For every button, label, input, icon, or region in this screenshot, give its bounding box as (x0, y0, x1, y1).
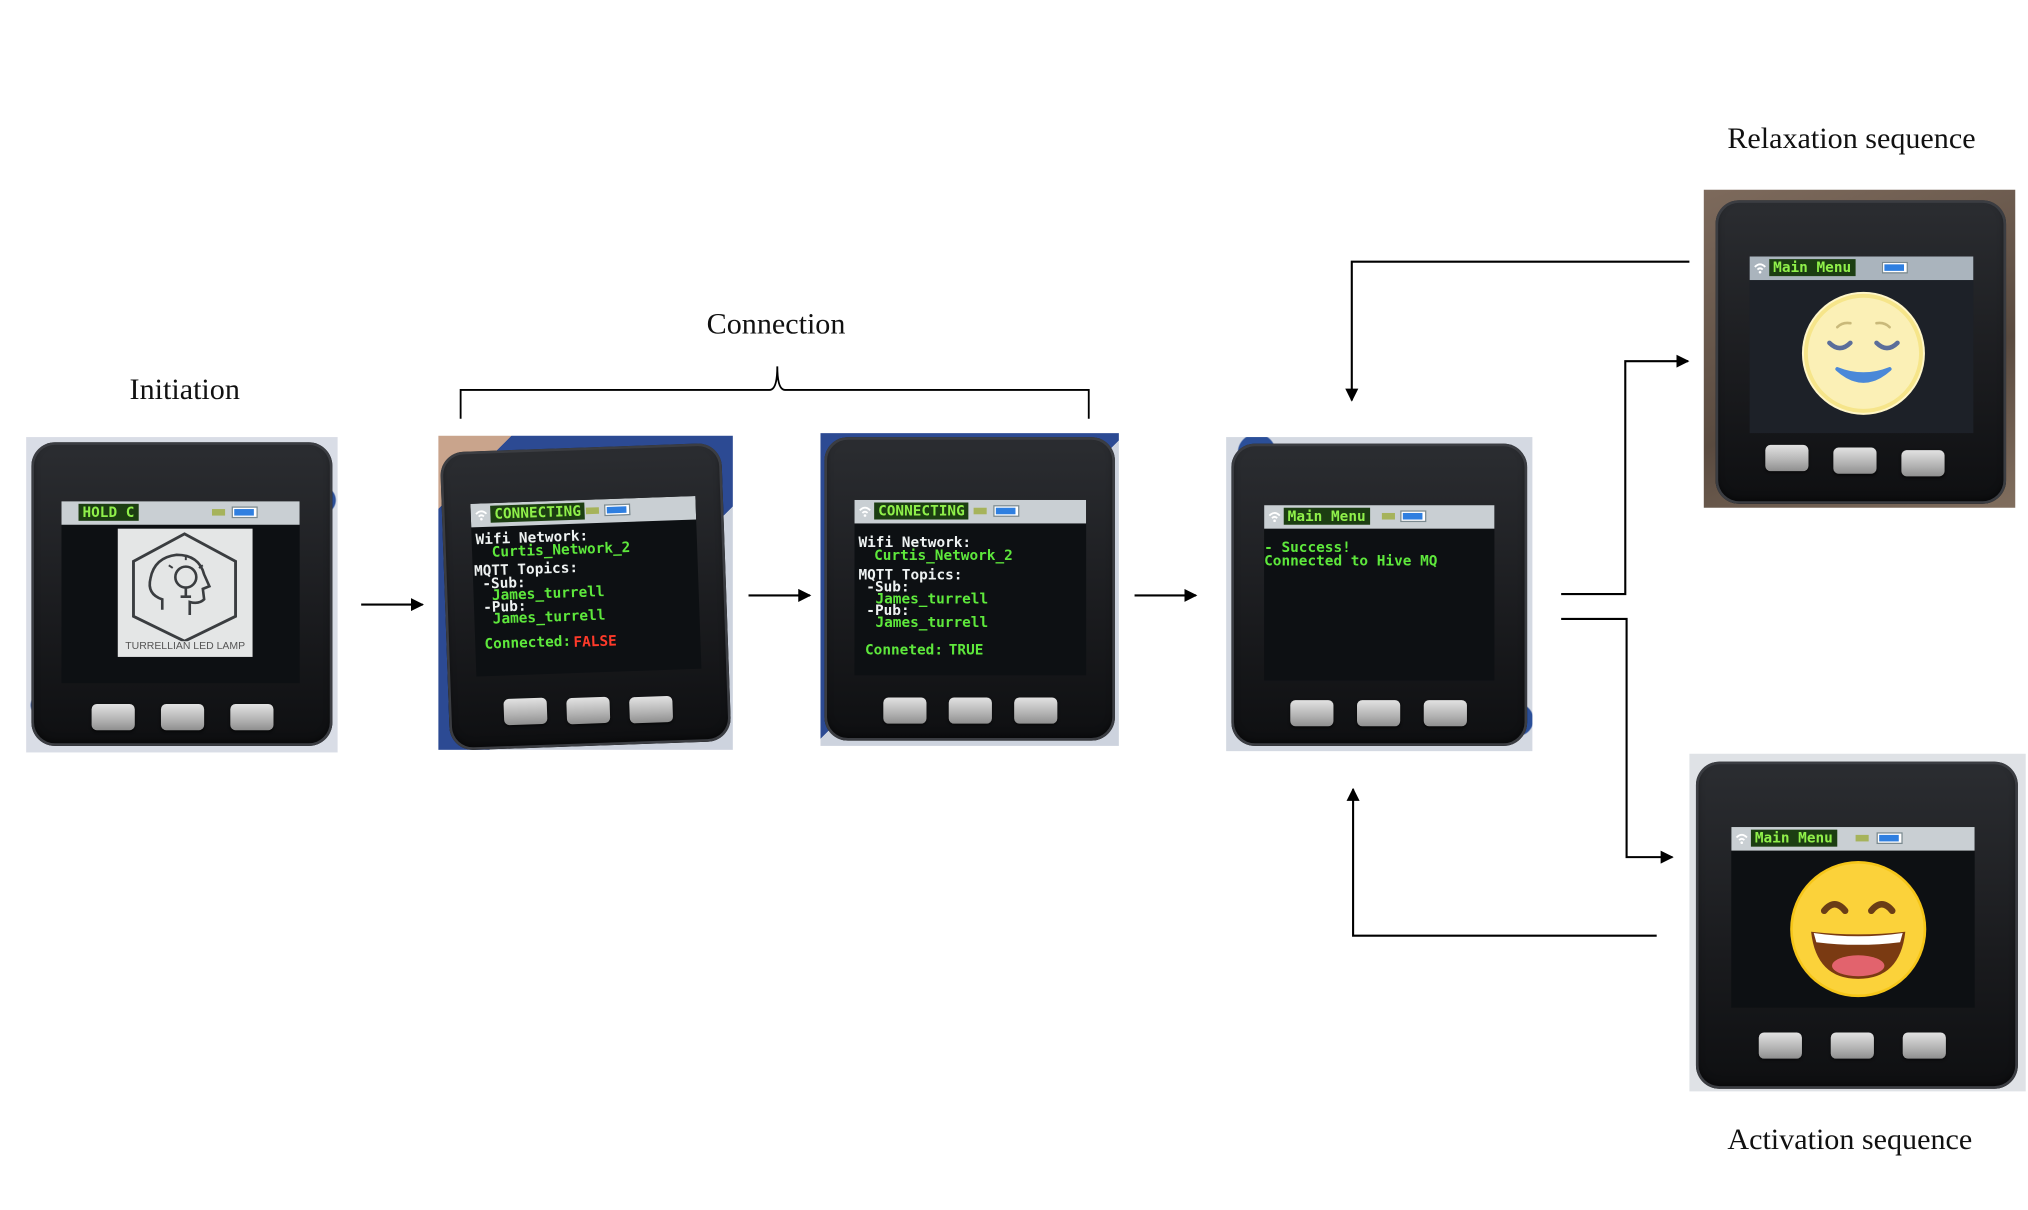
status-label: Conneted: (864, 641, 943, 659)
wifi-icon (1754, 263, 1766, 274)
status-value: TRUE (948, 641, 984, 659)
wifi-icon (1268, 512, 1281, 523)
photo-relaxation: Main Menu (1703, 189, 2016, 508)
status-bar: Main Menu (1749, 256, 1974, 281)
photo-connecting-true: CONNECTING Wifi Network: Curtis_Network_… (820, 433, 1119, 746)
wifi-label: Wifi Network: (858, 533, 972, 551)
photo-initiation: HOLD C TURRELLIAN LED LA (26, 437, 338, 753)
initiation-label: Initiation (129, 372, 240, 406)
chip-icon (1855, 834, 1869, 842)
chip-icon (1381, 512, 1395, 520)
arrow-activation-return (1346, 787, 1657, 937)
arrow-menu-to-relaxation (1561, 354, 1690, 596)
button-b[interactable] (948, 697, 992, 724)
pub-label: -Pub: (866, 601, 910, 619)
button-b[interactable] (160, 704, 205, 731)
status-value: FALSE (573, 632, 618, 651)
button-a[interactable] (1758, 1032, 1802, 1059)
screen-title: Main Menu (1750, 829, 1837, 847)
status-bar: Main Menu (1264, 505, 1495, 529)
button-a[interactable] (91, 704, 135, 731)
wifi-value: Curtis_Network_2 (874, 546, 1013, 565)
screen-relaxation: Main Menu (1749, 256, 1974, 434)
status-bar: CONNECTING (470, 495, 697, 528)
screen-title: HOLD C (78, 503, 139, 521)
chip-icon (211, 509, 226, 516)
arrow-relaxation-return (1345, 260, 1690, 402)
activation-label: Activation sequence (1727, 1122, 1973, 1156)
logo-caption: TURRELLIAN LED LAMP (125, 639, 246, 652)
status-bar: Main Menu (1731, 827, 1975, 851)
button-c[interactable] (629, 695, 674, 724)
pub-value: James_turrell (875, 613, 989, 631)
status-label: Connected: (484, 632, 572, 653)
sub-label: -Sub: (866, 578, 910, 596)
screen-title: CONNECTING (490, 502, 586, 523)
device-connecting-true: CONNECTING Wifi Network: Curtis_Network_… (824, 437, 1115, 741)
wifi-icon (475, 510, 488, 521)
button-a[interactable] (1290, 700, 1334, 727)
status-bar: CONNECTING (854, 499, 1087, 524)
photo-main-menu: Main Menu - Success! Connected to Hive M… (1226, 437, 1533, 752)
button-b[interactable] (566, 696, 611, 725)
battery-icon (231, 506, 258, 519)
connection-brace (459, 366, 1090, 419)
button-b[interactable] (1830, 1032, 1874, 1059)
connection-label: Connection (706, 307, 846, 341)
wifi-icon (859, 506, 871, 517)
photo-connecting-false: CONNECTING Wifi Network: Curtis_Network_… (438, 435, 733, 750)
connected-line: Connected to Hive MQ (1264, 552, 1438, 570)
wifi-icon (1735, 833, 1748, 845)
battery-icon (1400, 510, 1427, 523)
screen-connecting-true: CONNECTING Wifi Network: Curtis_Network_… (854, 499, 1087, 676)
battery-icon (1876, 832, 1903, 845)
button-a[interactable] (503, 697, 548, 726)
status-bar: HOLD C (61, 501, 300, 525)
arrow-menu-to-activation (1561, 617, 1674, 864)
button-c[interactable] (1901, 450, 1945, 477)
device-activation: Main Menu (1695, 761, 2018, 1089)
sub-value: James_turrell (875, 590, 989, 608)
battery-icon (1881, 261, 1908, 274)
screen-initiation: HOLD C TURRELLIAN LED LA (61, 501, 300, 684)
chip-icon (585, 507, 600, 515)
relieved-face-icon (1801, 291, 1925, 415)
success-line: - Success! (1264, 539, 1351, 557)
relaxation-label: Relaxation sequence (1727, 121, 1976, 155)
button-c[interactable] (1902, 1032, 1946, 1059)
wifi-value: Curtis_Network_2 (491, 538, 631, 561)
battery-icon (603, 503, 631, 517)
battery-icon (993, 505, 1020, 517)
pub-value: James_turrell (492, 606, 606, 628)
button-c[interactable] (1423, 700, 1467, 727)
button-a[interactable] (883, 697, 927, 724)
device-main-menu: Main Menu - Success! Connected to Hive M… (1231, 443, 1528, 746)
button-b[interactable] (1357, 700, 1401, 727)
grinning-face-icon (1790, 861, 1927, 998)
screen-main-menu: Main Menu - Success! Connected to Hive M… (1264, 505, 1495, 681)
device-relaxation: Main Menu (1715, 200, 2007, 504)
button-a[interactable] (1765, 444, 1809, 472)
button-c[interactable] (1014, 697, 1058, 724)
mqtt-label: MQTT Topics: (858, 566, 963, 584)
screen-title: Main Menu (1769, 259, 1856, 277)
screen-title: Main Menu (1283, 507, 1370, 525)
head-lightbulb-hexagon-icon (132, 532, 237, 643)
logo-card: TURRELLIAN LED LAMP (117, 528, 253, 657)
chip-icon (973, 507, 987, 515)
device-connecting-false: CONNECTING Wifi Network: Curtis_Network_… (439, 442, 732, 750)
screen-title: CONNECTING (874, 502, 969, 520)
photo-activation: Main Menu (1689, 753, 2026, 1092)
device-initiation: HOLD C TURRELLIAN LED LA (31, 442, 333, 746)
button-c[interactable] (230, 704, 274, 731)
screen-activation: Main Menu (1731, 827, 1975, 1008)
screen-connecting-false: CONNECTING Wifi Network: Curtis_Network_… (470, 495, 702, 677)
button-b[interactable] (1833, 447, 1877, 474)
